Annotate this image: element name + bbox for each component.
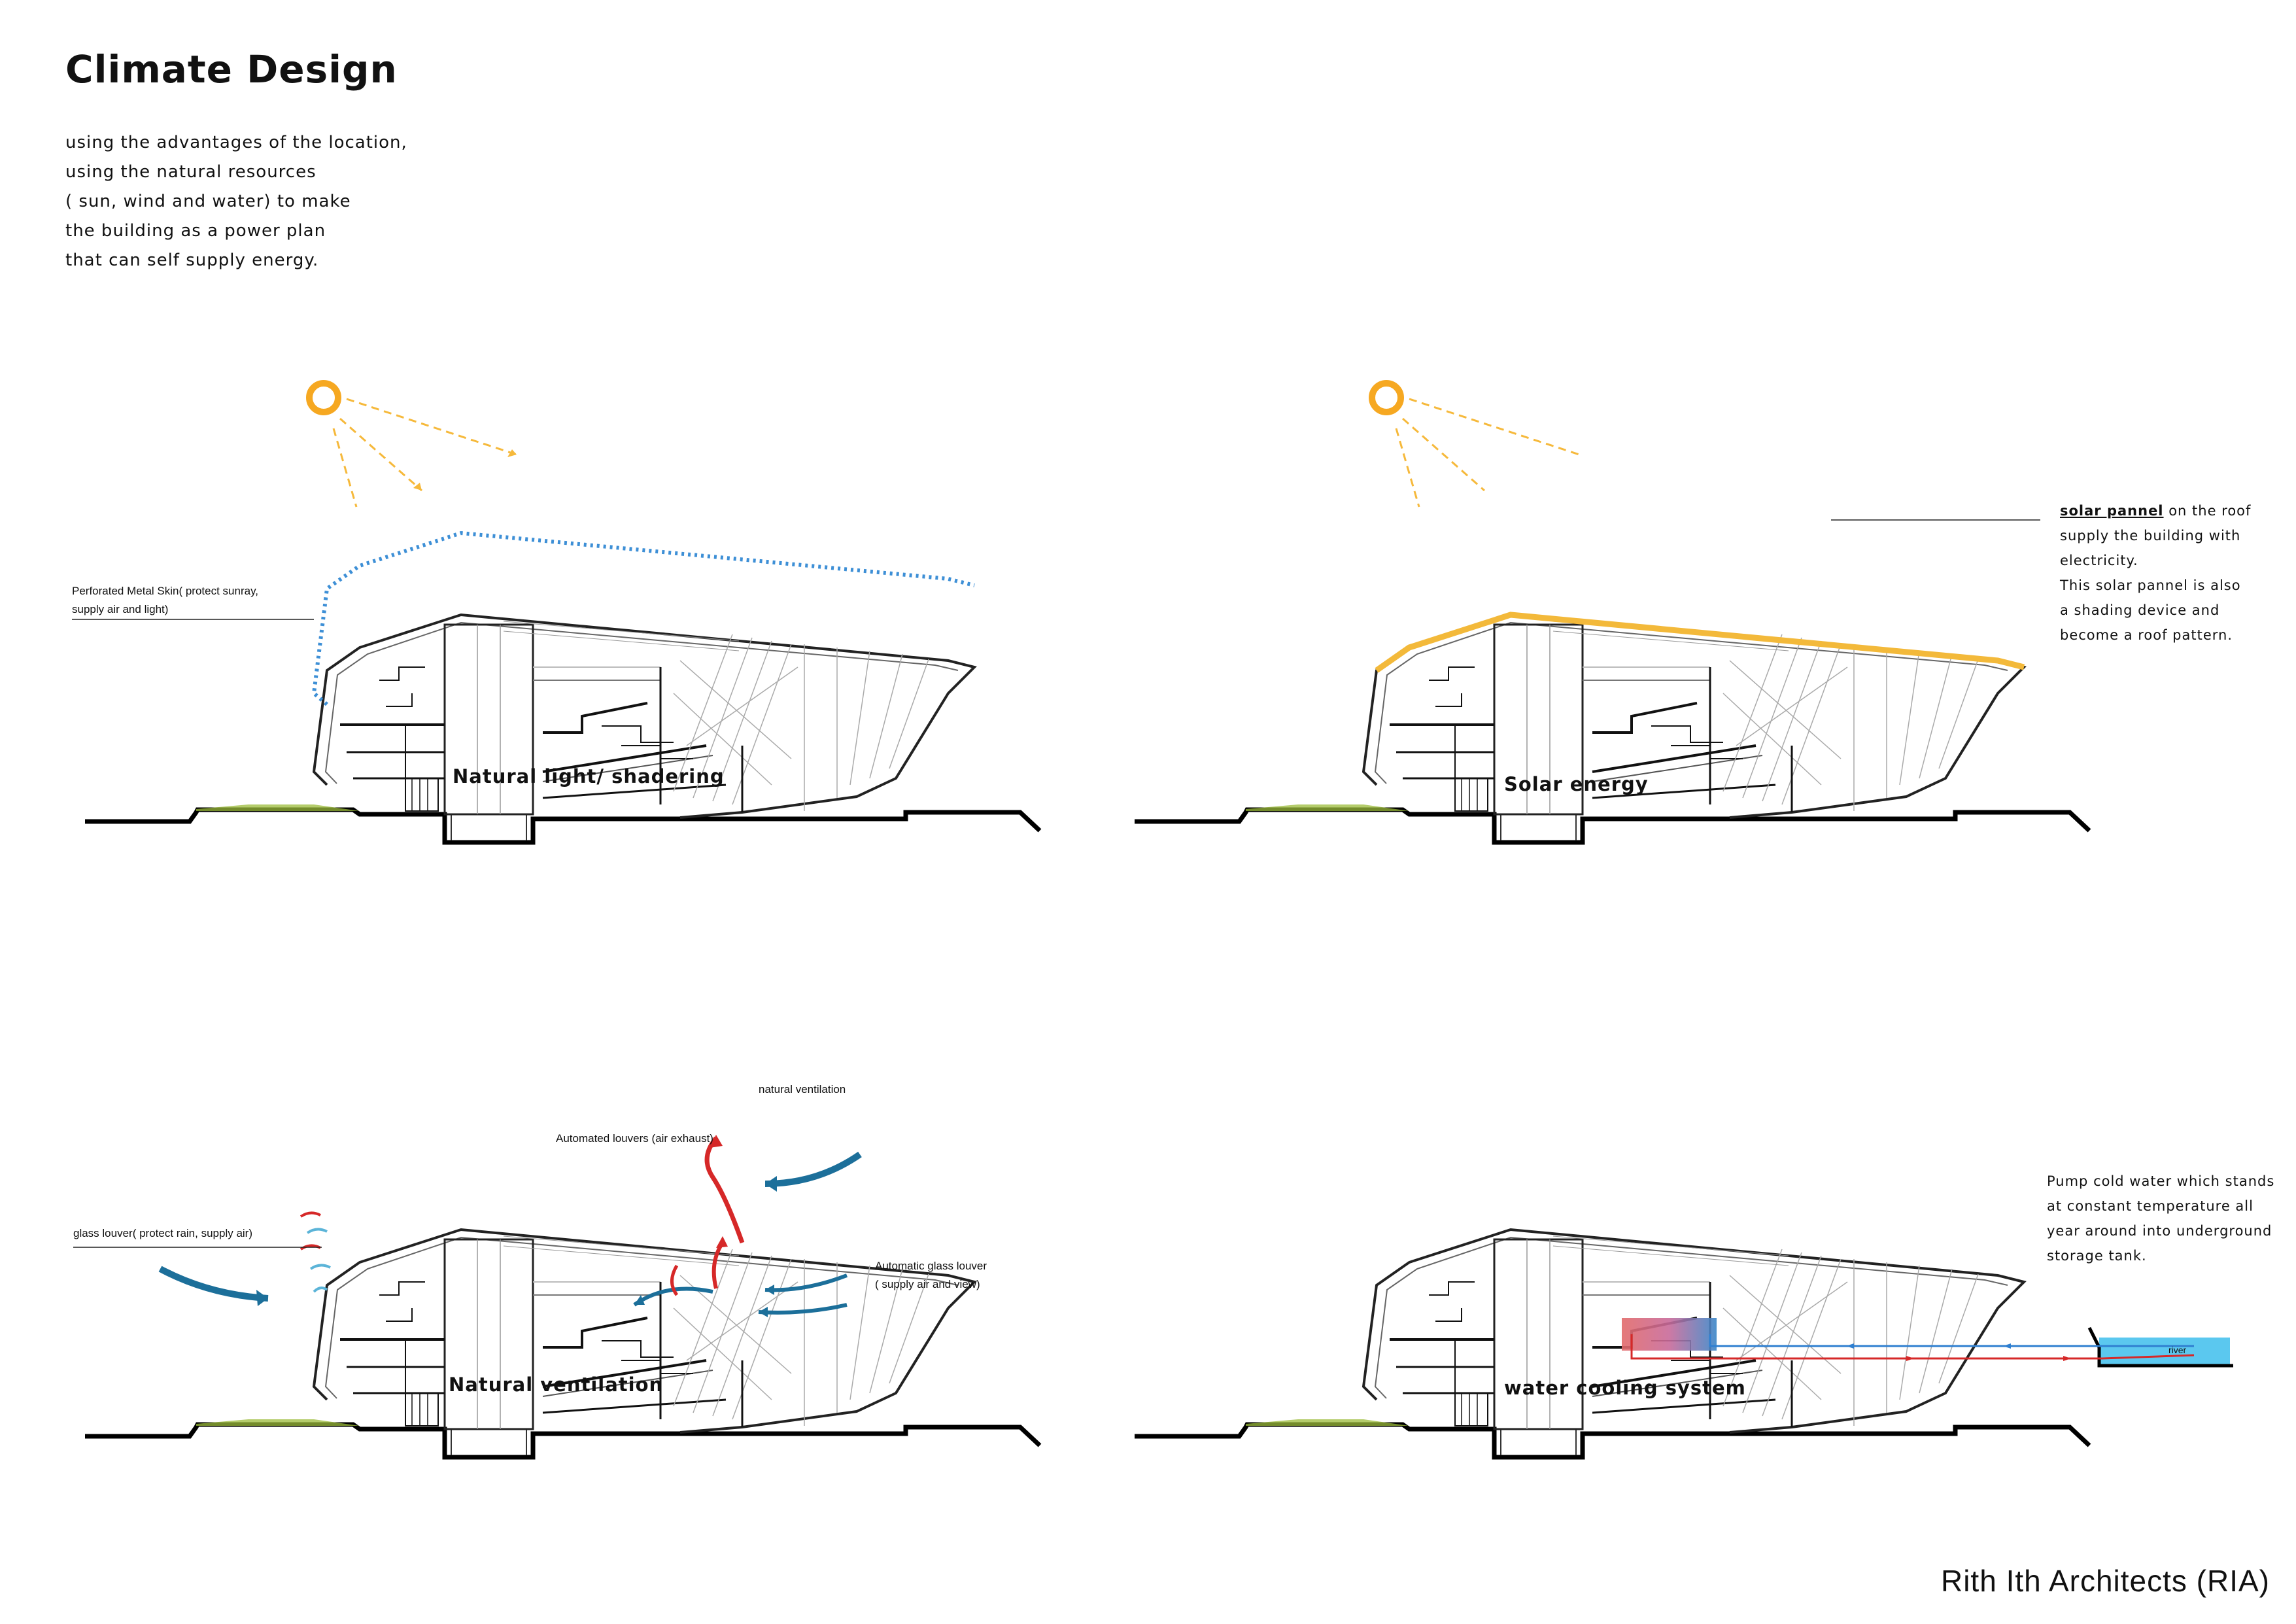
wind-arrow-top (764, 1151, 862, 1187)
light-sun-rays (332, 398, 517, 508)
solar-section-diagram (1135, 612, 2083, 801)
river (2099, 1338, 2230, 1365)
light-caption: Natural light/ shadering (453, 765, 725, 787)
pipe-red (1630, 1334, 2195, 1360)
building-section (85, 615, 1040, 842)
solar-sun-icon (1369, 380, 1404, 415)
river-label: river (2168, 1345, 2187, 1355)
solar-note: solar pannel on the roof supply the buil… (2060, 498, 2251, 648)
cooling-section-diagram (1135, 1118, 2233, 1380)
intro-text: using the advantages of the location, us… (65, 128, 407, 275)
glass-louver-leader (73, 1247, 322, 1248)
solar-caption: Solar energy (1504, 773, 1649, 795)
light-sun-icon (306, 380, 341, 415)
solar-note-first-line: solar pannel on the roof (2060, 503, 2252, 519)
ventilation-auto-glass-label: Automatic glass louver ( supply air and … (875, 1260, 987, 1290)
solar-panel-roof (1375, 612, 2025, 673)
intro-line: that can self supply energy. (65, 251, 319, 270)
ventilation-natural-label: natural ventilation (759, 1083, 846, 1096)
wind-arrow-inflow (158, 1266, 269, 1302)
light-skin-note: Perforated Metal Skin( protect sunray, s… (72, 585, 259, 615)
cooling-caption: water cooling system (1504, 1377, 1746, 1399)
intro-line: the building as a power plan (65, 221, 326, 241)
exhaust-arrow (704, 1136, 745, 1244)
intro-line: ( sun, wind and water) to make (65, 192, 351, 211)
firm-credit: Rith Ith Architects (RIA) (1940, 1564, 2270, 1598)
storage-tank (1622, 1318, 1717, 1351)
ventilation-section-diagram (85, 1135, 1033, 1380)
intro-line: using the advantages of the location, (65, 133, 407, 152)
solar-sun-rays (1395, 398, 1580, 508)
light-leader-line (72, 619, 314, 620)
pipe-blue (1709, 1334, 2194, 1347)
ventilation-caption: Natural ventilation (449, 1373, 664, 1396)
cooling-note: Pump cold water which stands at constant… (2047, 1173, 2275, 1264)
solar-leader-line (1831, 519, 2040, 521)
ventilation-louvers-label: Automated louvers (air exhaust) (556, 1132, 713, 1145)
perforated-skin (311, 530, 975, 706)
ventilation-glass-louver-label: glass louver( protect rain, supply air) (73, 1227, 253, 1239)
page-title: Climate Design (65, 47, 398, 92)
intro-line: using the natural resources (65, 162, 317, 182)
